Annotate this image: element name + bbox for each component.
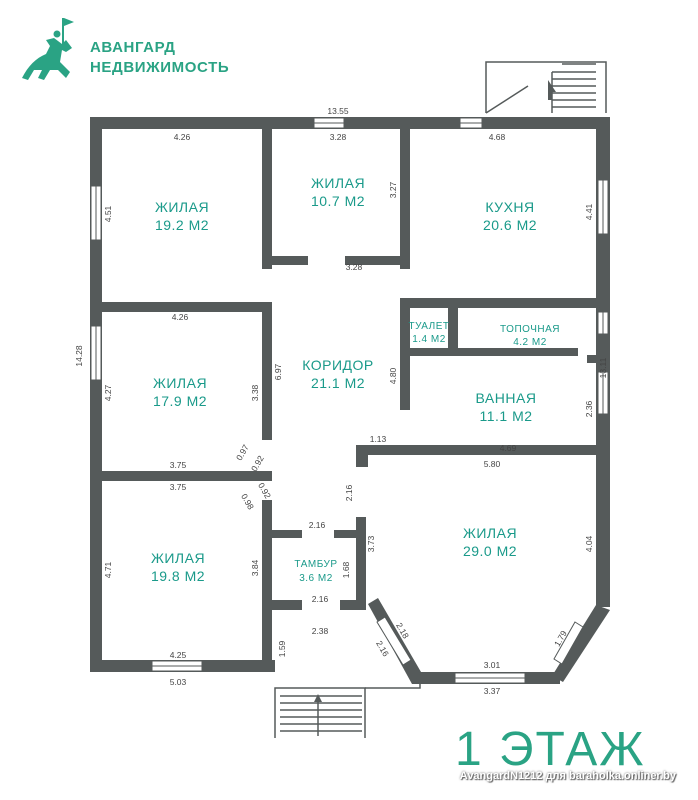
dim-label: 3.37: [484, 686, 501, 696]
room-living-5-area: 29.0 М2: [463, 543, 517, 559]
dim-label: 13.55: [327, 106, 349, 116]
knight-on-horse-logo: [22, 18, 74, 80]
stairs-top: [485, 61, 607, 114]
room-living-2-area: 10.7 М2: [311, 193, 365, 209]
dim-label: 0.97: [234, 443, 251, 463]
dim-label: 4.27: [103, 384, 113, 401]
room-labels: ЖИЛАЯ 19.2 М2 ЖИЛАЯ 10.7 М2 КУХНЯ 20.6 М…: [151, 175, 560, 584]
dim-label: 3.75: [170, 460, 187, 470]
room-toilet-name: ТУАЛЕТ: [408, 321, 449, 332]
room-living-5-name: ЖИЛАЯ: [463, 525, 517, 541]
room-corridor-area: 21.1 М2: [311, 375, 365, 391]
room-living-1-name: ЖИЛАЯ: [155, 199, 209, 215]
dim-label: 3.73: [366, 535, 376, 552]
entry-arrow-icon: [314, 694, 322, 702]
dim-label: 2.16: [309, 520, 326, 530]
room-bathroom-area: 11.1 М2: [479, 408, 532, 424]
dim-label: 4.80: [388, 367, 398, 384]
brand-line-1: АВАНГАРД: [90, 39, 176, 56]
room-living-2-name: ЖИЛАЯ: [311, 175, 365, 191]
dim-label: 14.28: [74, 345, 84, 367]
brand-line-2: НЕДВИЖИМОСТЬ: [90, 59, 230, 76]
dim-label: 1.68: [341, 561, 351, 578]
room-living-3-area: 17.9 М2: [153, 393, 207, 409]
brand-name: АВАНГАРД НЕДВИЖИМОСТЬ: [90, 38, 229, 78]
windows: [90, 117, 609, 684]
room-boiler-name: ТОПОЧНАЯ: [500, 324, 560, 335]
dim-label: 2.16: [344, 484, 354, 501]
room-living-4-name: ЖИЛАЯ: [151, 550, 205, 566]
dim-label: 0.98: [239, 492, 256, 512]
dim-label: 4.51: [103, 205, 113, 222]
dim-label: 0.92: [249, 454, 266, 474]
dim-label: 3.84: [250, 559, 260, 576]
room-vestibule-area: 3.6 М2: [299, 573, 333, 584]
dim-label: 1.59: [277, 640, 287, 657]
dim-label: 4.25: [170, 650, 187, 660]
room-toilet-area: 1.4 М2: [412, 334, 446, 345]
interior-walls: [102, 129, 596, 672]
stair-arrow-icon: [548, 80, 556, 100]
dim-label: 2.38: [312, 626, 329, 636]
dim-label: 3.28: [346, 262, 363, 272]
room-kitchen-name: КУХНЯ: [485, 199, 534, 215]
room-kitchen-area: 20.6 М2: [483, 217, 537, 233]
dim-label: 3.01: [484, 660, 501, 670]
watermark: AvangardN1212 для baraholka.onliner.by: [459, 770, 676, 782]
dim-label: 4.26: [174, 132, 191, 142]
dim-label: 4.68: [489, 132, 506, 142]
dim-label: 4.26: [172, 312, 189, 322]
dim-label: 5.80: [484, 459, 501, 469]
stairs-bottom: [274, 683, 421, 738]
dim-label: 3.28: [330, 132, 347, 142]
dim-label: 4.41: [584, 203, 594, 220]
dim-label: 3.75: [170, 482, 187, 492]
dim-label: 6.97: [273, 363, 283, 380]
dim-label: 3.38: [250, 384, 260, 401]
dim-label: 3.27: [388, 181, 398, 198]
room-living-1-area: 19.2 М2: [155, 217, 209, 233]
dim-label: 13.11: [598, 357, 608, 378]
room-living-4-area: 19.8 М2: [151, 568, 205, 584]
dim-label: 2.16: [312, 594, 329, 604]
dim-label: 4.04: [584, 535, 594, 552]
room-corridor-name: КОРИДОР: [302, 357, 374, 373]
dim-label: 0.92: [256, 481, 273, 501]
floor-title: 1 ЭТАЖ: [455, 723, 646, 776]
dim-label: 2.36: [584, 400, 594, 417]
room-living-3-name: ЖИЛАЯ: [153, 375, 207, 391]
room-boiler-area: 4.2 М2: [513, 337, 547, 348]
room-bathroom-name: ВАННАЯ: [476, 390, 537, 406]
dim-label: 5.03: [170, 677, 187, 687]
dim-label: 4.71: [103, 561, 113, 578]
dim-label: 1.13: [370, 434, 387, 444]
room-vestibule-name: ТАМБУР: [294, 559, 337, 570]
dim-label: 4.69: [500, 443, 517, 453]
